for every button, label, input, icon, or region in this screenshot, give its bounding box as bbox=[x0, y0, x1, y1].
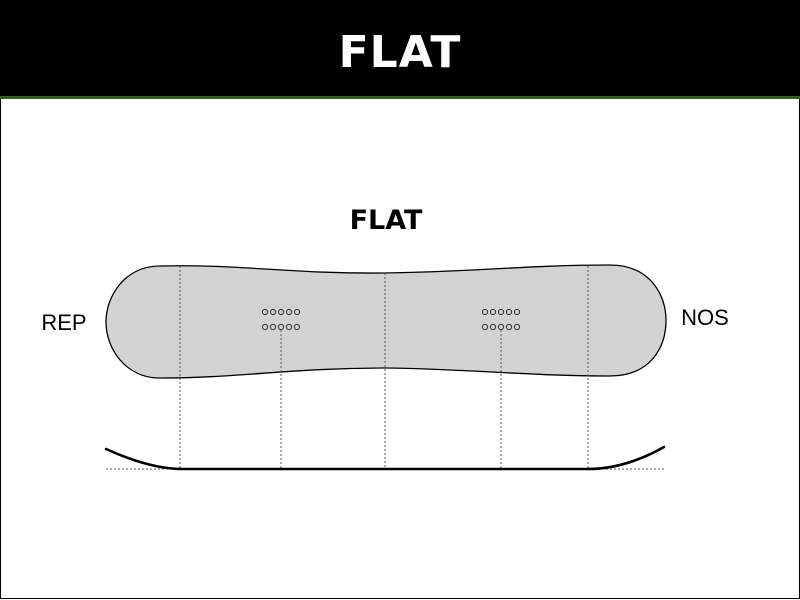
front-insert-holes bbox=[481, 308, 521, 331]
board-top-view bbox=[105, 264, 667, 379]
page-title: FLAT bbox=[338, 27, 462, 78]
board-side-profile bbox=[104, 445, 666, 471]
diagram-title: FLAT bbox=[350, 205, 423, 236]
guide-lines bbox=[179, 266, 589, 469]
rear-insert-holes bbox=[261, 308, 301, 331]
header-bar: FLAT bbox=[0, 0, 800, 99]
nose-label: NOS bbox=[681, 305, 729, 330]
tail-label: REP bbox=[41, 310, 86, 335]
